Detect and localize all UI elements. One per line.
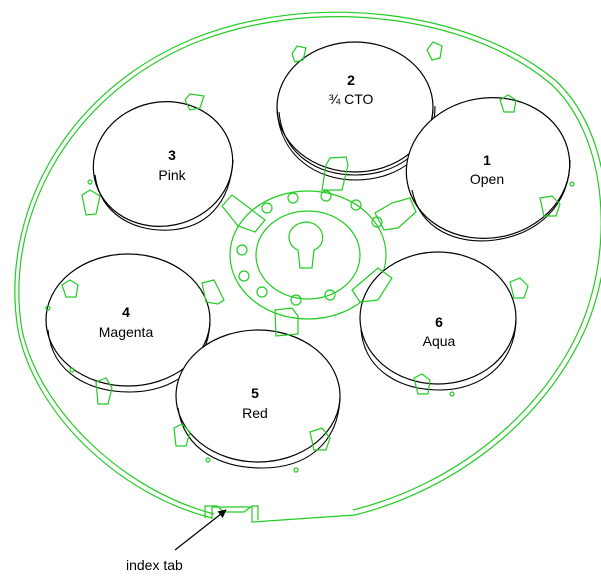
svg-text:¾ CTO: ¾ CTO <box>329 91 374 107</box>
svg-text:Open: Open <box>470 171 504 187</box>
index-tab-notch <box>204 505 259 520</box>
clip-icon <box>539 195 561 217</box>
filter-2 <box>276 41 443 191</box>
clip-icon <box>351 267 393 303</box>
wheel-outline <box>14 11 601 523</box>
svg-text:1: 1 <box>483 152 491 168</box>
svg-text:5: 5 <box>251 385 259 401</box>
clip-icon <box>274 307 299 337</box>
slot-label-5: 5 Red <box>242 385 268 421</box>
slot-label-6: 6 Aqua <box>423 314 456 349</box>
filter-1 <box>374 94 575 242</box>
clip-icon <box>173 423 191 447</box>
clip-icon <box>321 156 349 191</box>
clip-icon <box>184 93 205 111</box>
slot-label-3: 3 Pink <box>158 147 186 183</box>
clip-icon <box>291 45 307 63</box>
svg-text:2: 2 <box>347 72 355 88</box>
slot-label-2: 2 ¾ CTO <box>329 72 374 107</box>
slot-label-4: 4 Magenta <box>99 304 154 340</box>
filter-6 <box>351 251 529 397</box>
clip-icon <box>374 197 417 231</box>
clip-icon <box>509 277 529 299</box>
clip-icon <box>309 427 331 451</box>
clip-icon <box>413 373 431 395</box>
svg-text:3: 3 <box>168 147 176 163</box>
svg-text:Red: Red <box>242 405 268 421</box>
clip-icon <box>61 279 79 298</box>
clip-icon <box>426 41 443 61</box>
center-hub <box>229 190 387 320</box>
svg-text:Pink: Pink <box>158 167 186 183</box>
clip-icon <box>81 189 101 216</box>
svg-text:6: 6 <box>435 314 443 330</box>
svg-text:4: 4 <box>122 304 130 320</box>
index-tab-label: index tab <box>126 557 183 573</box>
slot-label-1: 1 Open <box>470 152 504 187</box>
filter-3 <box>81 93 266 233</box>
filter-5 <box>173 307 341 473</box>
clip-icon <box>201 279 225 305</box>
clip-icon <box>221 194 266 233</box>
svg-text:Magenta: Magenta <box>99 324 154 340</box>
svg-text:Aqua: Aqua <box>423 333 456 349</box>
clip-icon <box>95 377 113 405</box>
arrow-icon <box>174 509 227 551</box>
clip-icon <box>499 94 517 113</box>
hub-icon <box>288 221 324 269</box>
index-tab-callout: index tab <box>126 509 227 573</box>
